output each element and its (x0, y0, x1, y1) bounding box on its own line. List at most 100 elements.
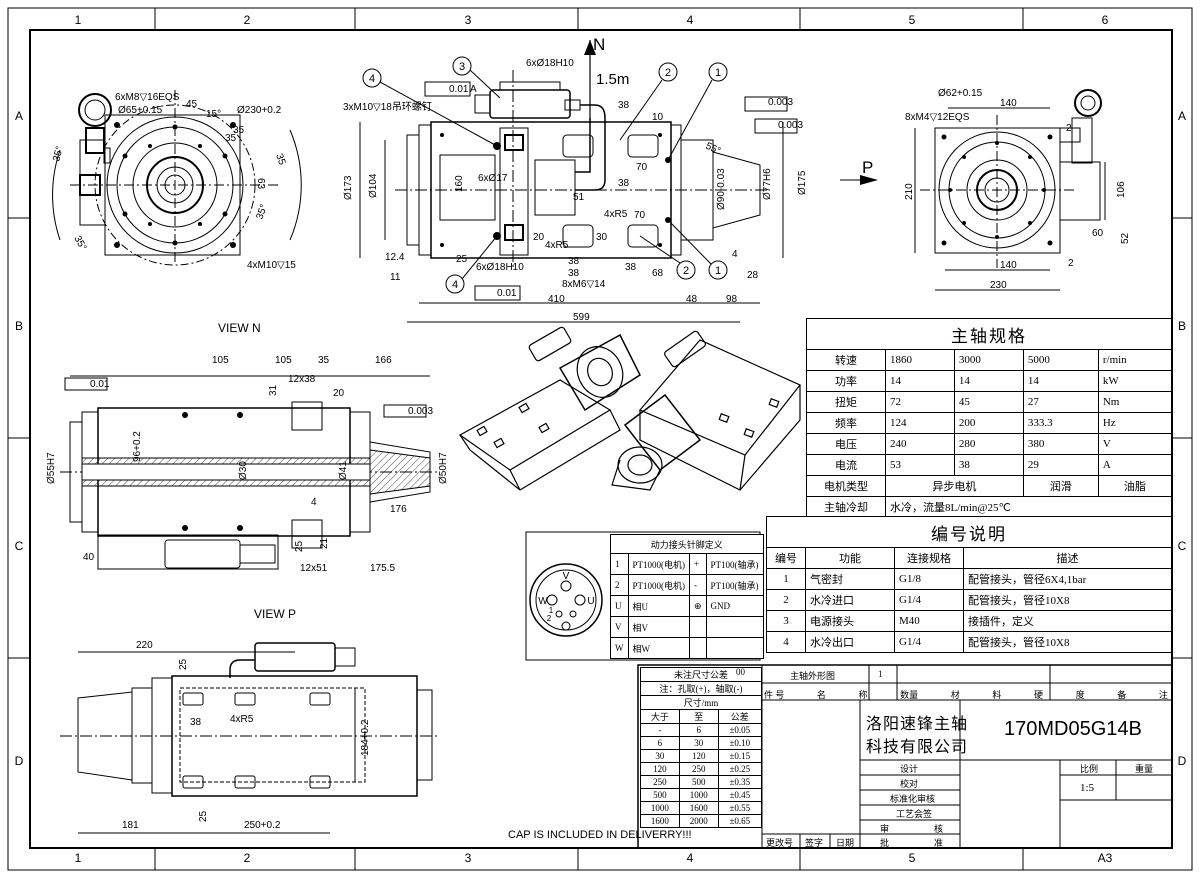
titleblock-frame (637, 664, 1173, 849)
top-view-dims: 6xØ18H10 3xM10▽18吊环螺钉 0.01 A 38 10 70 38… (343, 58, 808, 323)
view-p (60, 642, 440, 834)
dim-p-38: 38 (190, 717, 202, 728)
balloon-2-b: 2 (683, 265, 689, 277)
inner-frame (29, 29, 1173, 849)
dim-top-dia-77h6: Ø77H6 (762, 168, 773, 200)
dim-front-thread-4xm10: 4xM10▽15 (247, 260, 296, 271)
dim-sec-21: 21 (319, 537, 330, 549)
zone-col-3: 3 (465, 13, 472, 27)
drawing-name: 主轴外形图 (790, 671, 836, 681)
zone-col-4: 4 (687, 13, 694, 27)
section-gtol-frames (64, 377, 427, 418)
dim-p-220: 220 (136, 640, 153, 651)
company-name-1: 洛阳速锋主轴 (866, 716, 969, 733)
zone-col-3-bottom: 3 (465, 851, 472, 865)
balloons-top: 4 3 2 1 4 2 1 (362, 56, 728, 294)
front-view-dims: 6xM8▽16EQS Ø65+0.15 45 Ø230+0.2 15° 35 3… (51, 92, 296, 271)
date-label: 日期 (836, 838, 855, 848)
dim-right-140-bottom: 140 (1000, 260, 1017, 271)
outer-frame (7, 7, 1193, 871)
p-arrow (860, 175, 878, 185)
balloon-4-b: 4 (452, 279, 458, 291)
dim-sec-12x38: 12x38 (288, 374, 316, 385)
dim-top-98: 98 (726, 294, 738, 305)
north-arrow (584, 40, 596, 55)
dim-sec-175-5: 175.5 (370, 563, 395, 574)
dim-sec-12x51: 12x51 (300, 563, 328, 574)
zone-col-1: 1 (75, 13, 82, 27)
dim-top-6x18h10-b: 6xØ18H10 (476, 262, 524, 273)
dim-right-60: 60 (1092, 228, 1104, 239)
design-label: 设计 (900, 764, 919, 774)
dim-front-35-c: 35 (225, 133, 237, 144)
dim-p-25-b: 25 (198, 810, 209, 822)
isometric-view-2 (611, 330, 801, 491)
dim-top-599: 599 (573, 312, 590, 323)
scale-value: 1:5 (1080, 782, 1095, 794)
dim-sec-31: 31 (268, 384, 279, 396)
dim-front-thread-6xm8: 6xM8▽16EQS (115, 92, 180, 103)
sign-label: 签字 (805, 838, 824, 848)
zone-row-b-right: B (1178, 319, 1186, 333)
zone-col-5: 5 (909, 13, 916, 27)
approve-label: 批 (880, 838, 890, 848)
dim-right-210: 210 (904, 183, 915, 200)
dim-right-140-top: 140 (1000, 98, 1017, 109)
cooling-label: 主轴冷却 (806, 496, 886, 518)
dim-top-6x18h10-a: 6xØ18H10 (526, 58, 574, 69)
dim-front-63: 63 (255, 178, 266, 190)
dim-sec-176: 176 (390, 504, 407, 515)
dim-top-runout-b: 0.003 (778, 120, 803, 131)
pin-letter-v: V (563, 571, 570, 582)
cap-note: CAP IS INCLUDED IN DELIVERRY!!! (508, 829, 692, 841)
zone-col-6-bottom: A3 (1098, 851, 1113, 865)
dim-sec-105-b: 105 (275, 355, 292, 366)
dim-sec-dia-30: Ø30 (238, 461, 249, 480)
dim-top-11: 11 (390, 272, 401, 283)
dim-top-4xr5-a: 4xR5 (604, 209, 628, 220)
zone-row-c: C (15, 539, 24, 553)
dim-top-6x17: 6xØ17 (478, 173, 508, 184)
change-no-label: 更改号 (766, 838, 794, 848)
connector-letters: V W U 1 2 (538, 571, 594, 623)
scale-label: 比例 (1080, 764, 1099, 774)
tolerance-code: 00 (736, 667, 745, 677)
balloon-1-b: 1 (715, 265, 721, 277)
review-label-2: 核 (934, 824, 944, 834)
zone-row-c-right: C (1178, 539, 1187, 553)
zone-col-2: 2 (244, 13, 251, 27)
dim-top-8xm6: 8xM6▽14 (562, 279, 606, 290)
dim-sec-dia-55h7: Ø55H7 (46, 452, 57, 484)
section-bore (81, 463, 371, 481)
spec-title: 主轴规格 (806, 318, 1172, 350)
right-view-holes (941, 134, 1053, 246)
zone-row-d-right: D (1178, 754, 1187, 768)
check-label: 校对 (900, 779, 919, 789)
dim-sec-runout: 0.003 (408, 406, 433, 417)
dim-sec-96: 96+0.2 (132, 431, 143, 462)
codes-title: 编号说明 (766, 516, 1172, 548)
dim-sec-40: 40 (83, 552, 95, 563)
dim-sec-20: 20 (333, 388, 345, 399)
dim-top-38-d: 38 (568, 268, 580, 279)
dim-p-250: 250+0.2 (244, 820, 281, 831)
dim-top-51: 51 (573, 192, 585, 203)
dim-top-12-4: 12.4 (385, 252, 405, 263)
zone-col-4-bottom: 4 (687, 851, 694, 865)
dim-top-70-a: 70 (636, 162, 648, 173)
zone-row-a: A (15, 109, 23, 123)
pin-letter-1: 1 (549, 606, 554, 615)
zone-ticks (8, 8, 1192, 870)
